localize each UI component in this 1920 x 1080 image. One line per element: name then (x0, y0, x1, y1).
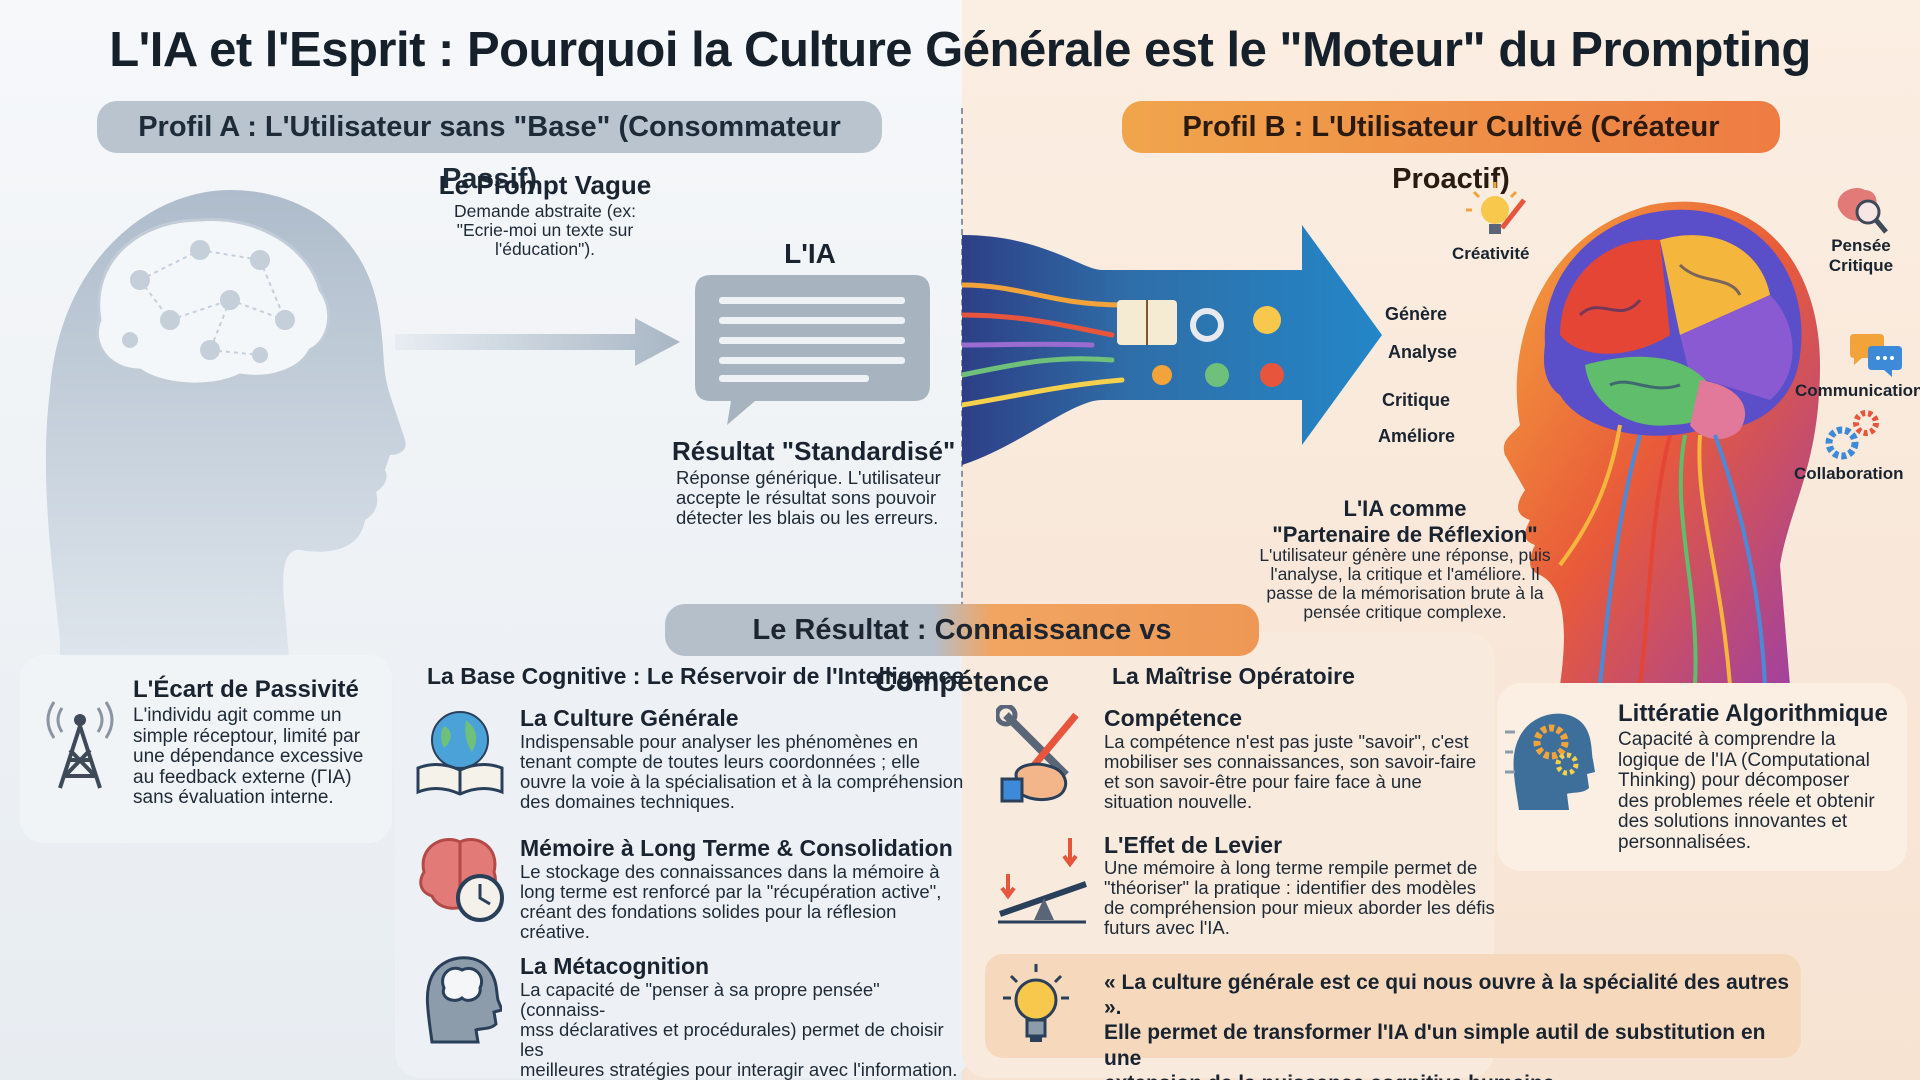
creativity-label: Créativité (1452, 244, 1530, 263)
ai-label: L'IA (784, 238, 836, 269)
long-term-memory-heading: Mémoire à Long Terme & Consolidation (520, 835, 953, 861)
quote-text: « La culture générale est ce qui nous ou… (1104, 971, 1790, 1080)
profile-b-label: Profil B : L'Utilisateur Cultivé (Créate… (1122, 101, 1780, 195)
action-improve: Améliore (1378, 426, 1456, 446)
action-critique: Critique (1382, 390, 1451, 410)
page-title: L'IA et l'Esprit : Pourquoi la Culture G… (109, 23, 1811, 77)
passivity-gap-card (20, 655, 392, 843)
collaboration-label: Collaboration (1794, 464, 1904, 483)
partner-heading-line1: L'IA comme (1343, 496, 1467, 521)
lightbulb-pen-icon (1466, 182, 1526, 234)
metacognition-text: La capacité de "penser à sa propre pensé… (520, 979, 958, 1080)
brain-clock-icon (419, 838, 504, 922)
partner-heading-line2: "Partenaire de Réflexion" (1272, 522, 1538, 547)
brain-magnifier-icon (1837, 187, 1888, 234)
competence-text: La compétence n'est pas juste "savoir", … (1104, 731, 1477, 812)
cognitive-base-title: La Base Cognitive : Le Réservoir de l'In… (427, 663, 965, 689)
passivity-gap-heading: L'Écart de Passivité (133, 676, 359, 703)
antenna-tower-icon (46, 701, 114, 789)
metacognition-heading: La Métacognition (520, 953, 710, 979)
lightbulb-icon (1003, 964, 1069, 1042)
leverage-text: Une mémoire à long terme rempile permet … (1104, 857, 1495, 938)
long-term-memory-text: Le stockage des connaissances dans la mé… (520, 861, 942, 942)
active-brain-head-illustration (1503, 201, 1820, 685)
gears-icon (1825, 410, 1879, 460)
general-culture-text: Indispensable pour analyser les phénomèn… (520, 731, 964, 812)
thinking-head-icon (425, 956, 502, 1044)
arrow-to-ai-icon (395, 318, 680, 366)
knowledge-flow-arrow-icon (962, 225, 1382, 465)
globe-book-icon (416, 711, 504, 796)
action-generate: Génère (1385, 304, 1448, 324)
prompt-heading: Le Prompt Vague (438, 170, 652, 200)
competence-heading: Compétence (1104, 705, 1243, 731)
lever-icon (998, 838, 1087, 924)
result-section-label: Le Résultat : Connaissance vs Compétence (665, 604, 1259, 698)
algorithmic-literacy-heading: Littératie Algorithmique (1618, 700, 1888, 727)
profile-a-label: Profil A : L'Utilisateur sans "Base" (Co… (97, 101, 882, 195)
prompt-text: Demande abstraite (ex:"Ecrie-moi un text… (454, 201, 636, 259)
leverage-heading: L'Effet de Levier (1104, 832, 1283, 858)
head-gears-icon (1505, 713, 1595, 810)
action-analyze: Analyse (1388, 342, 1458, 362)
result-heading: Résultat "Standardisé" (672, 436, 956, 466)
hand-tools-icon (996, 705, 1079, 803)
passive-head-illustration (45, 190, 406, 670)
chat-bubbles-icon (1850, 334, 1902, 377)
chat-bubble-icon (695, 275, 930, 425)
operational-mastery-title: La Maîtrise Opératoire (1112, 663, 1355, 689)
general-culture-heading: La Culture Générale (520, 705, 739, 731)
communication-label: Communication (1795, 381, 1920, 400)
quote-box (985, 954, 1801, 1058)
